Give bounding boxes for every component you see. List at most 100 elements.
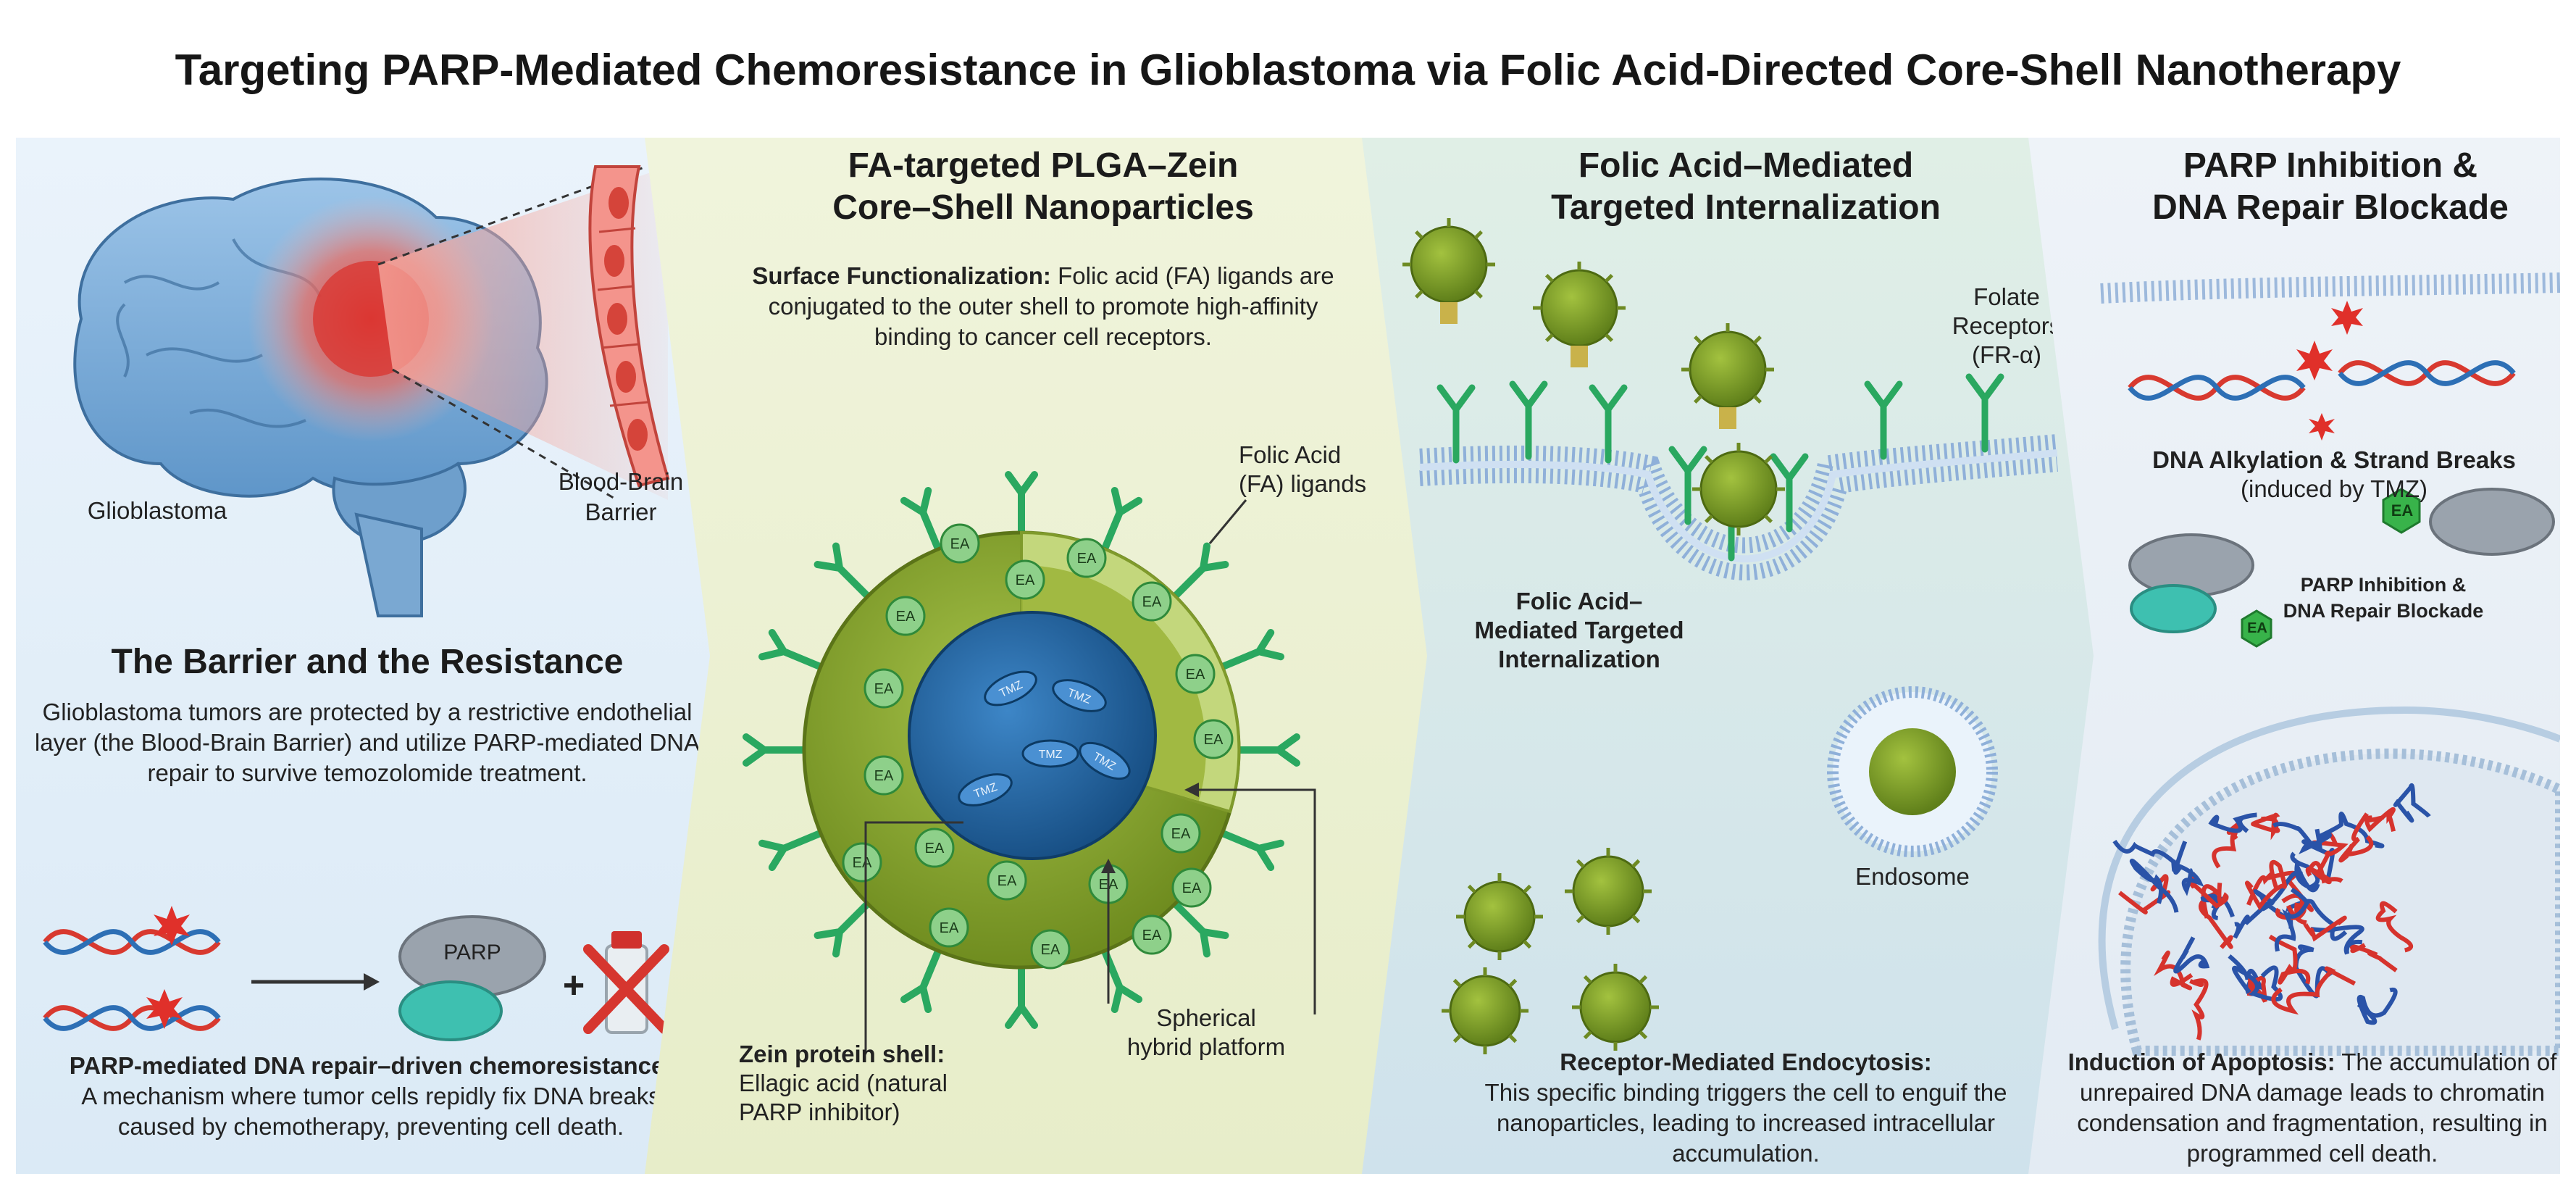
panel3-heading-line2: Targeted Internalization — [1551, 188, 1941, 227]
ea-bubble-label: EA — [874, 768, 894, 784]
parp-label: PARP — [443, 941, 501, 964]
chromatin-fragment — [2208, 812, 2257, 833]
tmz-label: TMZ — [1039, 749, 1063, 761]
label-bbb-line2: Barrier — [585, 499, 657, 525]
ea-bubble — [1161, 813, 1201, 854]
panel4-heading-line1: PARP Inhibition & — [2183, 146, 2478, 185]
tmz-capsule — [1079, 741, 1131, 780]
panel2-description: Surface Functionalization: Folic acid (F… — [732, 261, 1355, 352]
chromatin-fragment — [2129, 859, 2179, 913]
nanoparticle-icon — [1572, 855, 1644, 928]
cell-membrane — [1419, 434, 2058, 580]
chromatin-fragment — [2290, 851, 2320, 893]
fragmented-chromatin — [2112, 783, 2431, 1041]
blood-brain-barrier-cells — [588, 165, 670, 488]
inhib-label-line2: DNA Repair Blockade — [2283, 600, 2484, 622]
ea-bubble-label: EA — [1204, 732, 1224, 748]
ea-bubble-label: EA — [1171, 826, 1191, 842]
ea-bubble — [1005, 559, 1045, 600]
ea-bubble — [914, 828, 955, 868]
folate-receptor-icon — [1965, 373, 2004, 453]
panel-parp-inhibition: PARP Inhibition & DNA Repair Blockade DN… — [2028, 138, 2560, 1174]
folate-receptor-icon — [1770, 453, 1809, 533]
fa-ligand-icon — [1171, 542, 1229, 600]
chromatin-fragment — [2189, 978, 2209, 1041]
ea-bubble-label: EA — [874, 681, 894, 697]
chromatin-fragment — [2173, 936, 2210, 974]
ea-bubble — [842, 842, 882, 883]
panel-targeted-internalization: Folic Acid– Mediated Targeted Internaliza… — [1362, 138, 2108, 1174]
figure-title: Targeting PARP-Mediated Chemoresistance … — [175, 46, 2401, 94]
receptor-label-line3: (FR-α) — [1971, 341, 2042, 368]
folate-receptor-icon — [1864, 380, 1903, 460]
ea-bubble — [1132, 581, 1172, 622]
chromatin-fragment — [2286, 904, 2347, 942]
panel1-caption-text: A mechanism where tumor cells repidly fi… — [81, 1083, 661, 1140]
chromatin-fragment — [2375, 901, 2413, 953]
ea-bubble-label: EA — [1186, 667, 1205, 683]
panel3-caption-bold: Receptor-Mediated Endocytosis: — [1560, 1049, 1932, 1075]
shell-leader-line — [864, 821, 963, 1054]
dna-sublabel: (induced by TMZ) — [2241, 475, 2427, 502]
fa-ligand-icon — [814, 542, 871, 600]
nanoparticles — [1402, 218, 1785, 1054]
ea-bubble-label: EA — [1142, 928, 1162, 943]
chromatin-fragment — [2188, 872, 2229, 909]
parp-inhibition-illustration — [2098, 272, 2560, 1056]
parp-ea-complex-icon-2 — [2382, 488, 2555, 556]
panel2-desc-text: Folic acid (FA) ligands are conjugated t… — [768, 262, 1334, 350]
ea-bubble — [863, 755, 904, 796]
ea-bubble-label: EA — [940, 920, 959, 936]
fa-ligand-icon — [814, 900, 871, 958]
chromatin-fragment — [2199, 884, 2233, 949]
tmz-capsule — [1021, 739, 1079, 768]
endosome-icon — [1827, 686, 1998, 857]
chromatin-fragment — [2253, 870, 2304, 912]
tmz-capsule — [958, 773, 1013, 807]
ea-bubble-label: EA — [1077, 551, 1097, 567]
fa-ligand-icon — [1005, 964, 1038, 1029]
ea-bubble — [1030, 929, 1071, 970]
chromatin-fragment — [2299, 828, 2332, 855]
chromatin-fragment — [2305, 861, 2343, 885]
cell-membrane-top — [2100, 272, 2560, 304]
ea-bubble-label: EA — [1142, 594, 1162, 610]
shell-label: Zein protein shell: Ellagic acid (natura… — [739, 1040, 1000, 1127]
panel3-caption-text: This specific binding triggers the cell … — [1484, 1079, 2007, 1167]
fa-ligand-icon — [900, 947, 942, 1013]
ea-bubble-label: EA — [896, 609, 916, 625]
panel1-heading: The Barrier and the Resistance — [111, 643, 624, 681]
ea-bubble — [987, 860, 1027, 901]
folic-acid-ligands — [743, 471, 1300, 1029]
panel2-desc-bold: Surface Functionalization: — [752, 262, 1051, 289]
folate-receptor-icon — [1589, 384, 1628, 464]
chromatin-fragment — [2268, 934, 2311, 985]
inner-label-line1: Folic Acid– — [1515, 588, 1643, 614]
ea-leader-line — [1195, 788, 1316, 1014]
fa-ligand-icon — [743, 733, 808, 767]
ea-bubble — [1193, 719, 1234, 759]
fa-ligand-icon — [1005, 471, 1038, 536]
ea-bubble-label: EA — [925, 841, 945, 857]
folate-receptor-icon — [1437, 384, 1476, 464]
panel1-caption: PARP-mediated DNA repair–driven chemores… — [59, 1051, 682, 1142]
ea-bubble-label: EA — [950, 536, 970, 552]
panel3-caption: Receptor-Mediated Endocytosis: This spec… — [1449, 1047, 2043, 1169]
platform-label: Spherical hybrid platform — [1126, 1004, 1286, 1060]
fa-ligand-icon — [1100, 947, 1143, 1013]
nanoparticle-icon — [1410, 225, 1488, 304]
chromatin-fragment — [2310, 925, 2364, 955]
panel-barrier-resistance: Glioblastoma Blood-Brain Barrier The Bar… — [16, 138, 726, 1174]
label-bbb-line1: Blood-Brain — [558, 468, 684, 495]
inner-label-line3: Internalization — [1498, 646, 1660, 672]
ea-badge-1: EA — [2247, 620, 2267, 636]
fa-ligand-icon — [1235, 733, 1300, 767]
receptor-label-line1: Folate — [1973, 283, 2040, 310]
inner-label-line2: Mediated Targeted — [1474, 617, 1684, 643]
panel4-caption-bold: Induction of Apoptosis: — [2067, 1049, 2335, 1075]
chromatin-fragment — [2350, 943, 2398, 972]
chromatin-fragment — [2173, 841, 2204, 896]
